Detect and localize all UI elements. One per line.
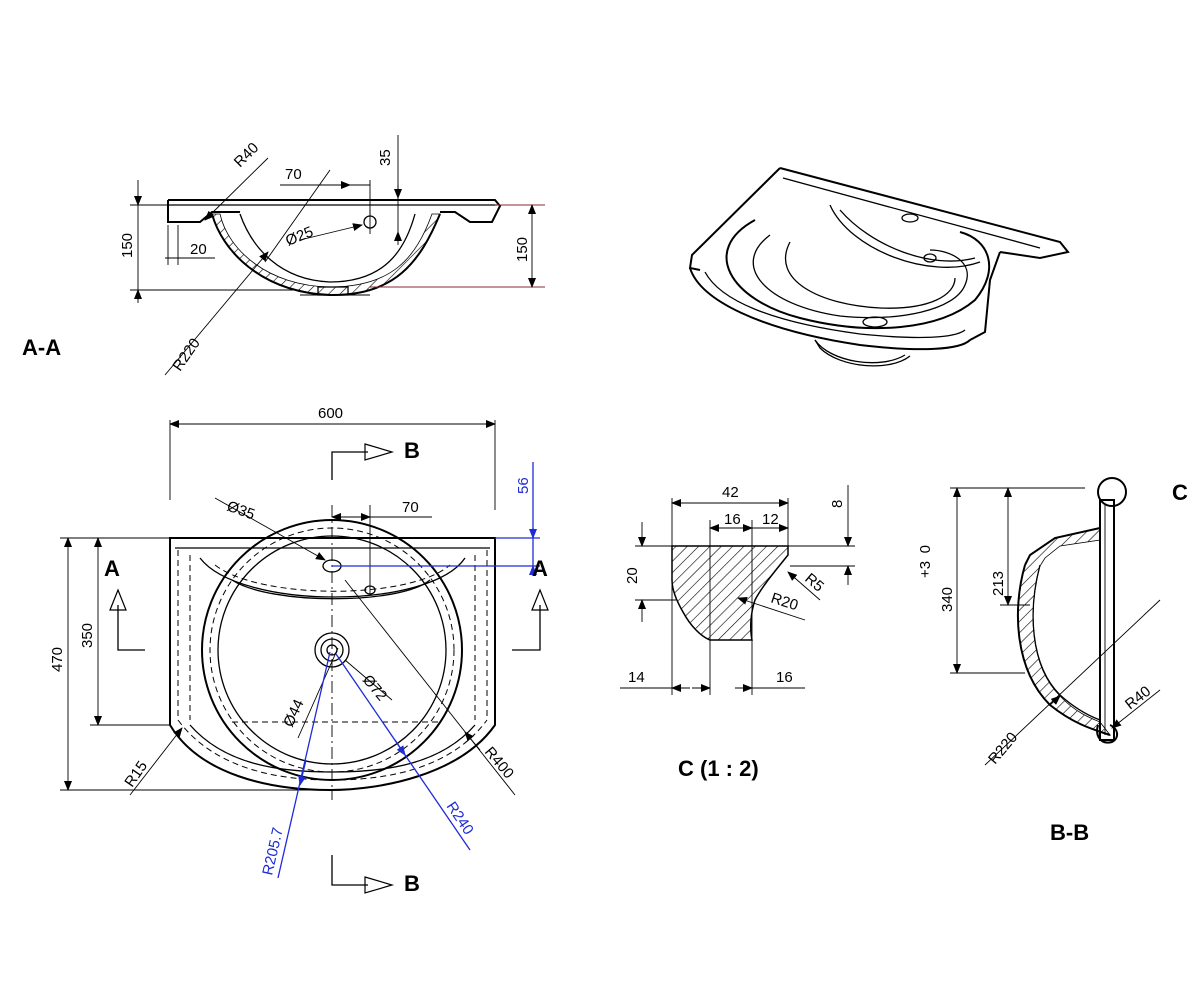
marker-a-left: A (104, 556, 120, 581)
dim-c-r5: R5 (801, 570, 827, 595)
detail-c-marker: C (1172, 480, 1188, 505)
plan-view: 600 70 Ø35 56 470 350 A A B (49, 405, 549, 896)
section-bb-label: B-B (1050, 820, 1089, 845)
dim-c-16: 16 (724, 511, 741, 528)
dim-bb-340: 340 (939, 587, 956, 612)
dim-c-42: 42 (722, 484, 739, 501)
dim-bb-r220: R220 (985, 729, 1021, 767)
dim-bb-213: 213 (990, 571, 1007, 596)
section-bb-view: 340 +3 0 213 R220 R40 C B-B (917, 477, 1188, 845)
detail-c-profile (671, 545, 789, 641)
dim-plan-r2057: R205.7 (259, 826, 286, 877)
section-aa-label: A-A (22, 335, 61, 360)
dim-c-20: 20 (624, 567, 641, 584)
dim-aa-d25: Ø25 (283, 223, 316, 249)
dim-aa-35: 35 (377, 149, 394, 166)
dim-aa-150-left: 150 (119, 233, 136, 258)
dim-c-14: 14 (628, 669, 645, 686)
marker-b-top: B (404, 438, 420, 463)
dim-aa-r220: R220 (169, 335, 203, 374)
dim-plan-70: 70 (402, 499, 419, 516)
dim-aa-20: 20 (190, 241, 207, 258)
dim-plan-350: 350 (79, 623, 96, 648)
detail-c-view: 42 16 12 8 20 R5 R20 14 16 C (1 : 2) (620, 484, 855, 781)
dim-c-r20: R20 (769, 590, 800, 615)
dim-aa-150-right: 150 (514, 237, 531, 262)
dim-plan-d72: Ø72 (359, 672, 390, 705)
section-bb-hatch (1017, 527, 1112, 736)
marker-a-right: A (532, 556, 548, 581)
dim-plan-470: 470 (49, 647, 66, 672)
isometric-view (688, 167, 1070, 367)
dim-plan-56: 56 (515, 477, 532, 494)
dim-plan-600: 600 (318, 405, 343, 422)
section-aa-view: 150 150 70 35 R40 Ø25 20 R220 A-A (22, 135, 545, 376)
dim-bb-r40: R40 (1122, 683, 1154, 713)
detail-c-label: C (1 : 2) (678, 756, 759, 781)
dim-plan-d35: Ø35 (225, 498, 257, 524)
marker-b-bottom: B (404, 871, 420, 896)
dim-c-8: 8 (829, 500, 846, 508)
dim-c-16b: 16 (776, 669, 793, 686)
dim-bb-tol: +3 0 (917, 545, 934, 578)
section-aa-hatch (211, 213, 441, 296)
dim-aa-r40: R40 (231, 139, 262, 170)
dim-aa-70: 70 (285, 166, 302, 183)
dim-plan-r400: R400 (481, 744, 517, 782)
dim-c-12: 12 (762, 511, 779, 528)
